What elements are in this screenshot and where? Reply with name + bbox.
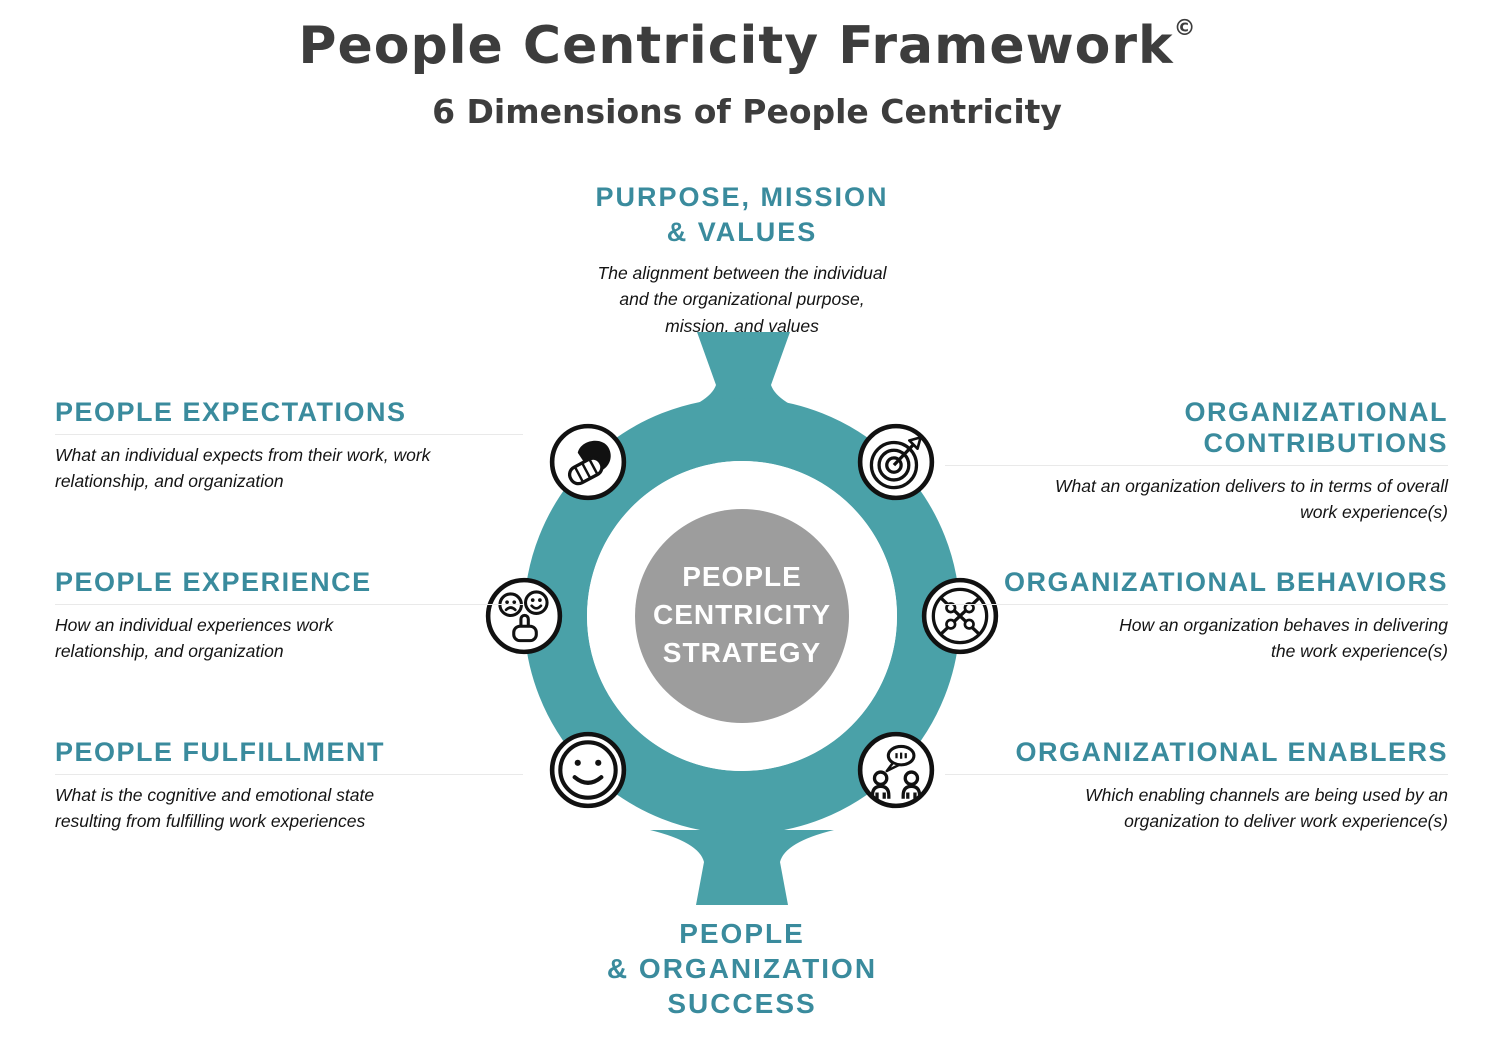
dimension-heading: PURPOSE, MISSION & VALUES <box>595 182 889 248</box>
dimension-people-expectations: PEOPLE EXPECTATIONS What an individual e… <box>55 397 523 495</box>
bottom-connector <box>650 830 834 905</box>
heading-divider <box>55 774 523 776</box>
heading-divider <box>55 604 523 606</box>
dimension-description: What is the cognitive and emotional stat… <box>55 785 375 832</box>
dimension-description: Which enabling channels are being used b… <box>1085 785 1448 832</box>
dimension-heading: PEOPLE EXPECTATIONS <box>55 397 407 427</box>
dimension-description: What an organization delivers to in term… <box>1055 476 1448 523</box>
dimension-organizational-contributions: ORGANIZATIONAL CONTRIBUTIONS What an org… <box>945 397 1448 526</box>
outcome-people-organization-success: PEOPLE & ORGANIZATION SUCCESS <box>492 916 992 1021</box>
copyright-mark: © <box>1173 16 1196 41</box>
dimension-purpose-mission-values: PURPOSE, MISSION & VALUES The alignment … <box>492 180 992 339</box>
page-title: People Centricity Framework© <box>0 16 1494 76</box>
dimension-heading: ORGANIZATIONAL BEHAVIORS <box>1003 567 1448 597</box>
heading-divider <box>945 604 1448 606</box>
handshake-icon <box>549 423 627 501</box>
page-subtitle: 6 Dimensions of People Centricity <box>432 92 1062 131</box>
dimension-heading: PEOPLE FULFILLMENT <box>55 737 385 767</box>
dimension-people-fulfillment: PEOPLE FULFILLMENT What is the cognitive… <box>55 737 523 835</box>
dimension-heading: ORGANIZATIONAL ENABLERS <box>1015 737 1448 767</box>
people-conversation-icon <box>857 731 935 809</box>
heading-divider <box>945 774 1448 776</box>
dimension-description: The alignment between the individual and… <box>597 263 887 336</box>
dimension-people-experience: PEOPLE EXPERIENCE How an individual expe… <box>55 567 523 665</box>
top-connector <box>662 332 822 418</box>
dimension-description: How an organization behaves in deliverin… <box>1119 615 1448 662</box>
center-strategy-label: PEOPLE CENTRICITY STRATEGY <box>653 561 831 668</box>
target-icon <box>857 423 935 501</box>
dimension-organizational-enablers: ORGANIZATIONAL ENABLERS Which enabling c… <box>945 737 1448 835</box>
center-circle <box>635 509 849 723</box>
dimension-description: What an individual expects from their wo… <box>55 445 431 492</box>
outcome-heading: PEOPLE & ORGANIZATION SUCCESS <box>606 918 878 1019</box>
dimension-organizational-behaviors: ORGANIZATIONAL BEHAVIORS How an organiza… <box>945 567 1448 665</box>
smiley-icon <box>549 731 627 809</box>
dimension-heading: ORGANIZATIONAL CONTRIBUTIONS <box>1184 397 1448 459</box>
heading-divider <box>55 434 523 436</box>
heading-divider <box>945 465 1448 467</box>
page-title-text: People Centricity Framework <box>298 16 1174 76</box>
dimension-description: How an individual experiences work relat… <box>55 615 334 662</box>
puzzle-icon <box>921 577 999 655</box>
dimension-heading: PEOPLE EXPERIENCE <box>55 567 372 597</box>
